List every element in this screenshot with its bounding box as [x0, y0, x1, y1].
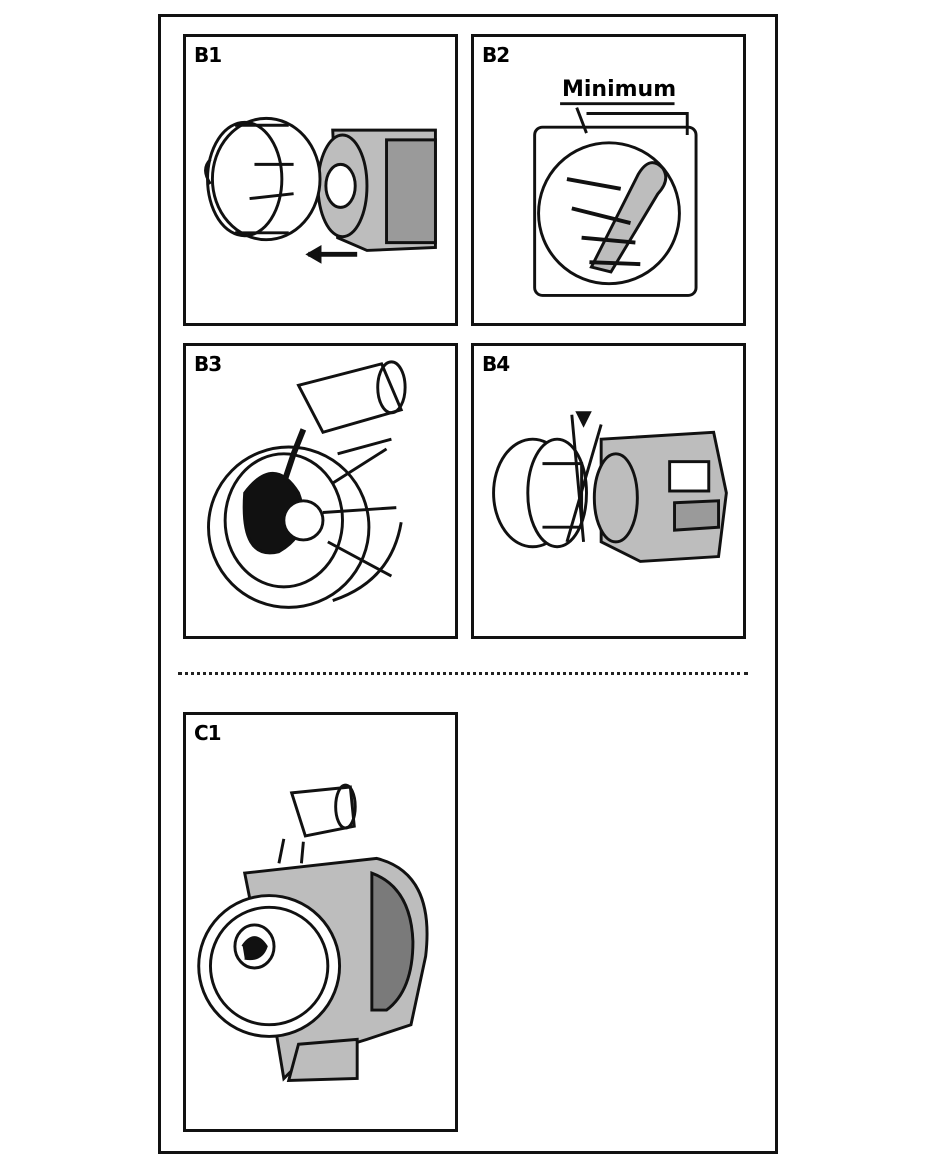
refit-cap-illustration	[474, 346, 743, 636]
top-fill-illustration	[186, 715, 455, 1129]
pour-liquid-illustration	[186, 346, 455, 636]
section-divider	[178, 672, 748, 675]
step-panel-b3: B3	[183, 343, 458, 639]
filling-level-illustration	[474, 37, 743, 323]
step-panel-c1: C1	[183, 712, 458, 1132]
step-panel-b4: B4	[471, 343, 746, 639]
remove-cap-illustration	[186, 37, 455, 323]
step-panel-b1: B1	[183, 34, 458, 326]
step-panel-b2: B2 Minimum	[471, 34, 746, 326]
